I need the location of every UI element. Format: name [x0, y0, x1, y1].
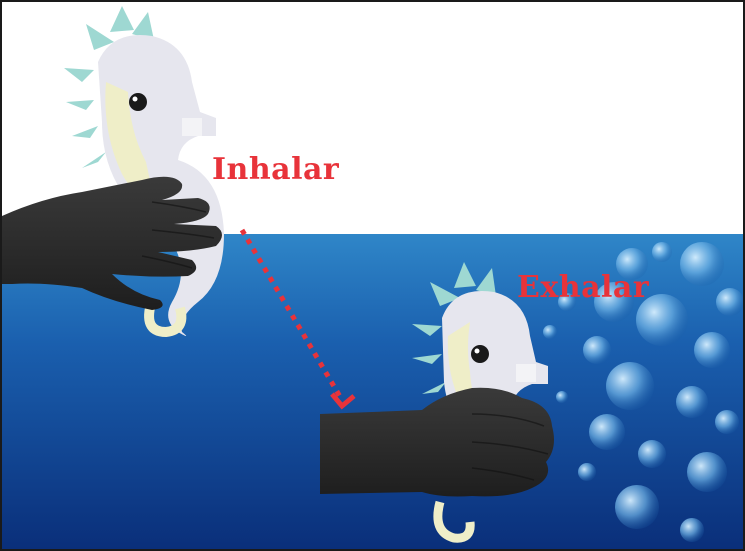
exhale-label: Exhalar [517, 270, 649, 305]
inhale-label: Inhalar [212, 152, 339, 187]
